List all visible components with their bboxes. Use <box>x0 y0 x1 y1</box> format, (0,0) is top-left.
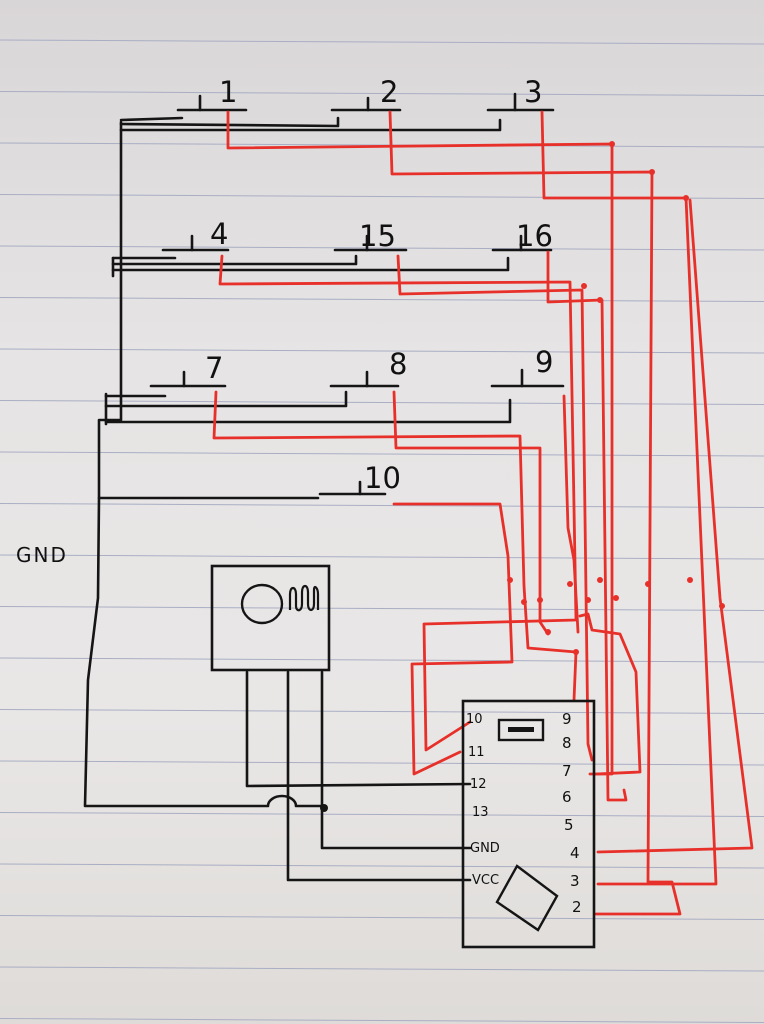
ruled-line <box>0 245 764 251</box>
pin-label: 9 <box>562 710 572 728</box>
board-left-pins: 10 11 12 13 GND VCC <box>466 712 500 888</box>
chip-icon <box>495 864 559 932</box>
usb-port-icon <box>497 718 545 742</box>
ruled-line <box>0 503 764 508</box>
pin-label: 11 <box>468 745 485 760</box>
usb-port-slot <box>508 727 534 732</box>
antenna-coil-icon <box>288 584 320 612</box>
switch-label: 7 <box>205 351 223 385</box>
ruled-line <box>0 297 764 302</box>
pin-label: 4 <box>570 844 580 862</box>
receiver-gnd-wire <box>320 670 472 850</box>
ruled-line <box>0 554 764 560</box>
pin-label: 12 <box>470 777 487 792</box>
ruled-line <box>0 451 764 457</box>
signal-wire-dots <box>507 141 725 655</box>
board-outline <box>461 699 596 949</box>
ruled-line <box>0 606 764 611</box>
pin-label: 13 <box>472 805 489 820</box>
ruled-line <box>0 760 764 766</box>
switch-label: 1 <box>219 75 237 109</box>
pin-label: 6 <box>562 788 572 806</box>
switch-label: 10 <box>364 461 401 495</box>
microcontroller-board: 10 11 12 13 GND VCC 9 8 7 6 5 4 3 2 <box>461 699 596 949</box>
switch-label: 3 <box>524 75 542 109</box>
switch-label: 16 <box>516 219 553 253</box>
pin-label: 8 <box>562 734 572 752</box>
ruled-line <box>0 1018 764 1023</box>
pin-label: 3 <box>570 872 580 890</box>
ruled-line <box>0 863 764 869</box>
receiver-signal-wire <box>245 670 472 788</box>
ruled-line <box>0 91 764 96</box>
receiver-body <box>210 564 331 672</box>
ruled-line <box>0 39 764 45</box>
pin-label: 7 <box>562 762 572 780</box>
ruled-line <box>0 348 764 354</box>
ruled-line <box>0 966 764 972</box>
receiver-vcc-wire <box>286 670 472 882</box>
ground-bus <box>83 120 326 808</box>
ground-wiring <box>83 92 565 882</box>
pin-label: 10 <box>466 712 483 727</box>
ruled-line <box>0 657 764 663</box>
signal-wiring <box>212 110 754 916</box>
ruled-line <box>0 915 764 920</box>
board-right-pins: 9 8 7 6 5 4 3 2 <box>562 710 582 916</box>
ruled-lines <box>0 39 764 1023</box>
switch-label: 8 <box>389 347 407 381</box>
pin-label: GND <box>470 841 500 856</box>
gnd-label: GND <box>16 543 68 567</box>
ruled-line <box>0 400 764 405</box>
pin-label: 2 <box>572 898 582 916</box>
switch-label: 15 <box>359 219 396 253</box>
switch-label: 9 <box>535 345 553 379</box>
junction-dot <box>320 804 328 812</box>
switch-labels: 1 2 3 4 15 16 7 8 9 10 <box>205 75 553 495</box>
ir-receiver <box>210 564 331 672</box>
ruled-line <box>0 812 764 817</box>
switch-label: 2 <box>380 75 398 109</box>
switch-label: 4 <box>210 217 228 251</box>
pin-label: VCC <box>472 873 499 888</box>
receiver-lens-icon <box>240 583 284 625</box>
pin-label: 5 <box>564 816 574 834</box>
